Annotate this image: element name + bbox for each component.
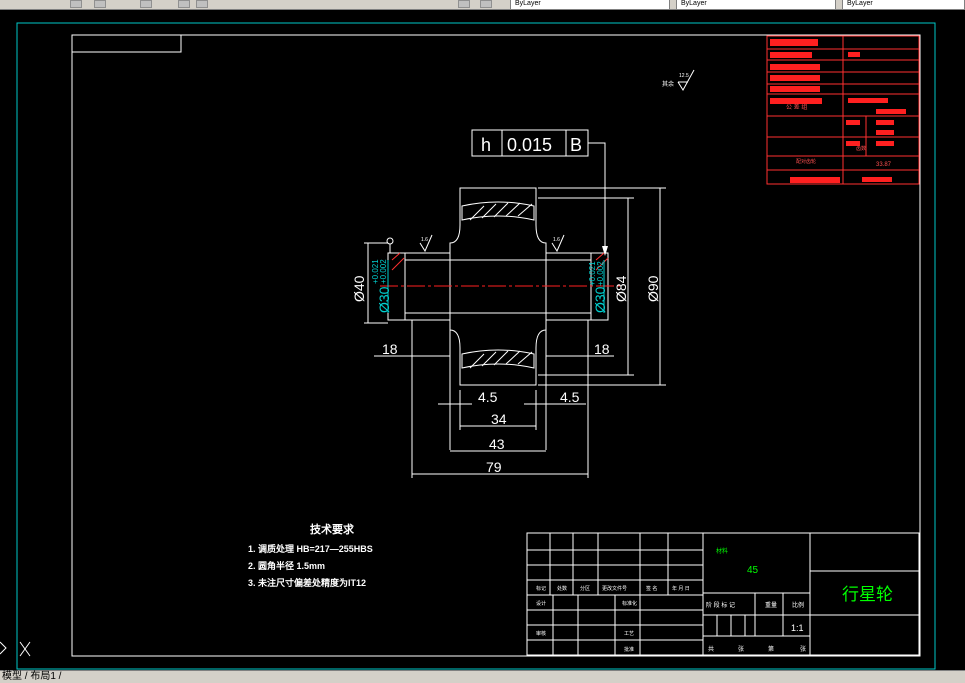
svg-text:张: 张 xyxy=(738,645,744,653)
svg-text:Ø40: Ø40 xyxy=(351,275,367,302)
sun-icon[interactable] xyxy=(178,0,190,8)
svg-text:重量: 重量 xyxy=(765,601,777,609)
material-label: 材料 xyxy=(716,547,728,555)
dim-diameter-84: Ø84 xyxy=(538,197,634,376)
svg-text:分区: 分区 xyxy=(580,585,590,592)
svg-text:1.6: 1.6 xyxy=(421,237,428,243)
svg-text:Ø90: Ø90 xyxy=(645,275,661,302)
svg-text:技术要求: 技术要求 xyxy=(310,522,355,536)
svg-text:其余: 其余 xyxy=(662,80,674,88)
svg-text:更改文件号: 更改文件号 xyxy=(602,585,627,592)
svg-text:工艺: 工艺 xyxy=(624,631,634,637)
layer-manager-icon[interactable] xyxy=(94,0,106,8)
dim-length-43: 43 xyxy=(450,436,546,452)
svg-text:2. 圆角半径 1.5mm: 2. 圆角半径 1.5mm xyxy=(248,560,325,571)
roughness-symbol-overall: 其余 12.5 xyxy=(662,69,695,91)
dim-length-18-right: 18 xyxy=(546,341,614,357)
roughness-symbol-right: 1.6 xyxy=(551,234,565,253)
svg-text:Ø30: Ø30 xyxy=(376,286,392,313)
bore-hatch xyxy=(391,252,609,271)
svg-text:标记: 标记 xyxy=(536,585,546,592)
roughness-symbol-left: 1.6 xyxy=(386,234,433,253)
title-block-text: 标记 处数 分区 更改文件号 签 名 年 月 日 设计 标准化 审核 工艺 批准… xyxy=(536,547,893,653)
svg-text:Ø84: Ø84 xyxy=(613,275,629,302)
drawing-svg[interactable]: 公 差 组 配对齿轮 33.87 齿数 其余 12.5 h 0.015 B xyxy=(0,10,965,670)
lock-icon[interactable] xyxy=(196,0,208,8)
param-value-center-distance: 33.87 xyxy=(876,162,892,168)
drawing-border xyxy=(71,34,921,657)
material-value: 45 xyxy=(747,565,759,576)
svg-text:+0.021: +0.021 xyxy=(371,259,380,284)
tolerance-symbol: h xyxy=(481,135,491,155)
ucs-icon xyxy=(0,641,31,657)
layer-icon[interactable] xyxy=(70,0,82,8)
svg-text:比例: 比例 xyxy=(792,601,804,609)
svg-text:4.5: 4.5 xyxy=(478,389,498,405)
match-layer-icon[interactable] xyxy=(458,0,470,8)
svg-text:阶 段 标 记: 阶 段 标 记 xyxy=(706,601,735,609)
svg-text:共: 共 xyxy=(708,645,714,653)
dim-diameter-40: Ø40 xyxy=(351,242,388,324)
lineweight-control[interactable]: ByLayer xyxy=(842,0,965,9)
svg-text:批准: 批准 xyxy=(624,646,634,653)
scale-value: 1:1 xyxy=(791,623,804,633)
dim-length-34: 34 xyxy=(460,411,536,427)
parameter-table: 公 差 组 配对齿轮 33.87 齿数 xyxy=(766,35,920,185)
svg-text:设计: 设计 xyxy=(536,600,546,607)
title-block xyxy=(526,532,920,656)
svg-text:年 月 日: 年 月 日 xyxy=(672,585,690,592)
dim-diameter-30-left: Ø30 +0.021 +0.002 xyxy=(371,259,392,313)
color-control[interactable]: ByLayer xyxy=(510,0,670,9)
svg-text:3. 未注尺寸偏差处精度为IT12: 3. 未注尺寸偏差处精度为IT12 xyxy=(248,577,366,588)
layout-tabs-label[interactable]: 模型 / 布局1 / xyxy=(2,671,62,682)
viewport-frame xyxy=(16,22,936,670)
linetype-control[interactable]: ByLayer xyxy=(676,0,836,9)
param-label-teeth: 齿数 xyxy=(856,145,866,152)
svg-text:18: 18 xyxy=(382,341,398,357)
tolerance-datum: B xyxy=(570,135,582,155)
svg-text:+0.002: +0.002 xyxy=(596,261,605,286)
dim-length-79: 79 xyxy=(411,320,589,478)
layer-state-icon[interactable] xyxy=(140,0,152,8)
svg-text:34: 34 xyxy=(491,411,507,427)
svg-text:签 名: 签 名 xyxy=(646,585,657,592)
technical-requirements: 技术要求 1. 调质处理 HB=217—255HBS 2. 圆角半径 1.5mm… xyxy=(248,522,373,588)
svg-text:12.5: 12.5 xyxy=(679,73,689,79)
svg-text:+0.021: +0.021 xyxy=(588,261,597,286)
param-label-tolerance-group: 公 差 组 xyxy=(786,103,807,111)
drawing-canvas[interactable]: 公 差 组 配对齿轮 33.87 齿数 其余 12.5 h 0.015 B xyxy=(0,10,965,670)
param-label-mating-gear: 配对齿轮 xyxy=(796,158,816,165)
layout-tabs[interactable]: 模型 / 布局1 / xyxy=(0,670,965,683)
tolerance-value: 0.015 xyxy=(507,135,552,155)
svg-text:审核: 审核 xyxy=(536,630,546,637)
svg-text:1.6: 1.6 xyxy=(553,237,560,243)
toolbar: ByLayer ByLayer ByLayer xyxy=(0,0,965,10)
svg-text:标准化: 标准化 xyxy=(622,600,637,607)
svg-text:+0.002: +0.002 xyxy=(379,259,388,284)
previous-layer-icon[interactable] xyxy=(480,0,492,8)
svg-text:张: 张 xyxy=(800,645,806,653)
part-name: 行星轮 xyxy=(842,585,893,604)
dim-diameter-90: Ø90 xyxy=(538,187,666,386)
svg-text:4.5: 4.5 xyxy=(560,389,580,405)
svg-text:79: 79 xyxy=(486,459,502,475)
svg-text:43: 43 xyxy=(489,436,505,452)
svg-text:1. 调质处理 HB=217—255HBS: 1. 调质处理 HB=217—255HBS xyxy=(248,543,373,554)
svg-text:18: 18 xyxy=(594,341,610,357)
svg-text:Ø30: Ø30 xyxy=(592,286,608,313)
tolerance-frame: h 0.015 B xyxy=(471,129,608,256)
svg-text:处数: 处数 xyxy=(557,585,567,592)
svg-text:第: 第 xyxy=(768,645,774,653)
corner-box xyxy=(71,34,182,53)
dim-diameter-30-right: Ø30 +0.021 +0.002 xyxy=(588,260,608,313)
dim-length-4-5: 4.5 4.5 xyxy=(438,330,586,450)
